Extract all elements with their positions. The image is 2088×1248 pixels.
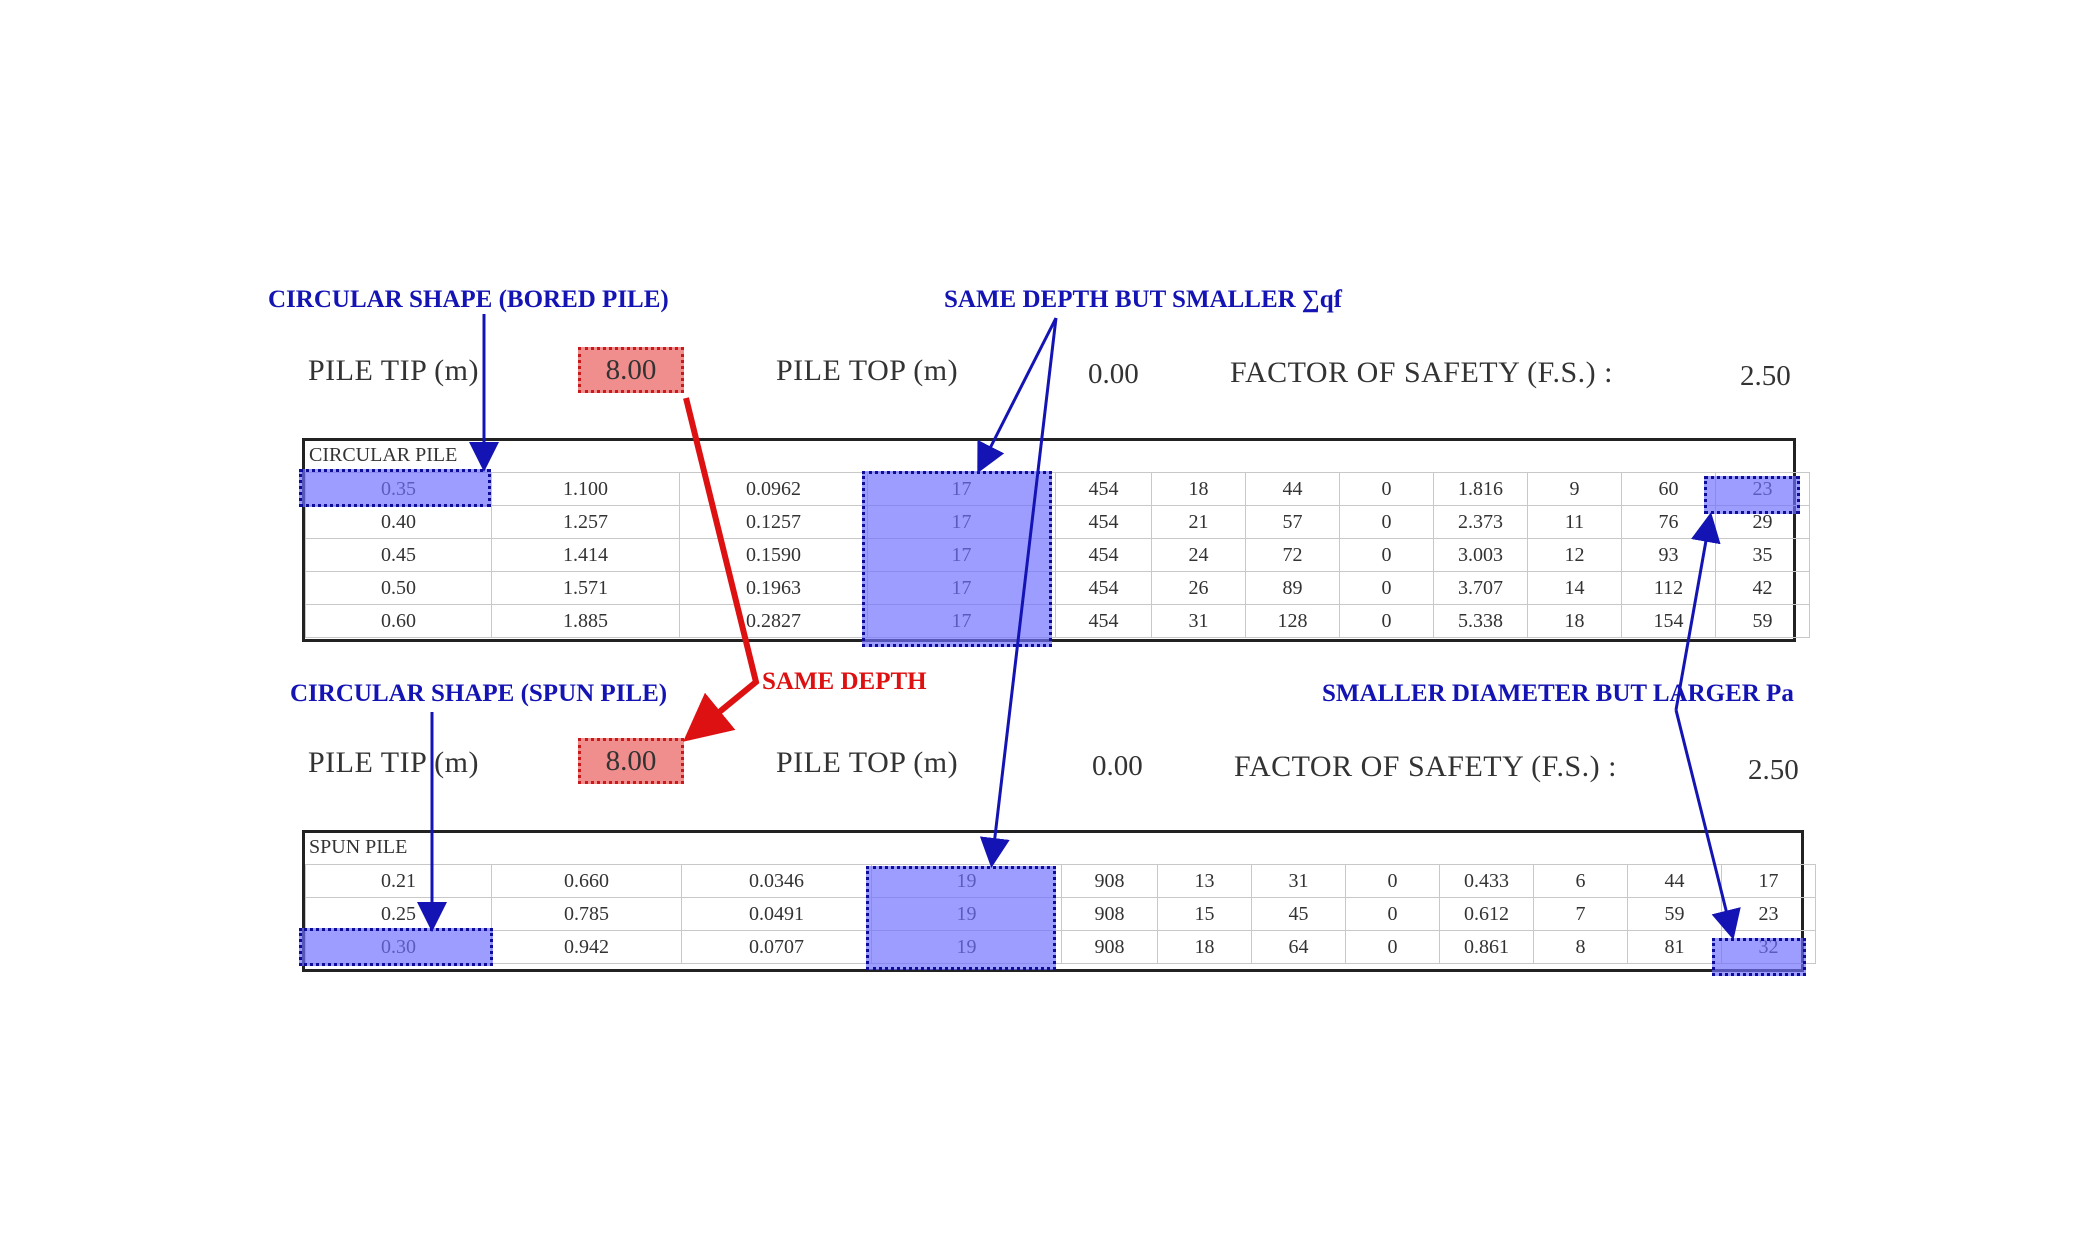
table-cell: 0 (1345, 930, 1440, 964)
arrow-qf-bored (977, 317, 1058, 474)
pile-tip-value: 8.00 (605, 353, 657, 386)
table-cell: 0.25 (305, 897, 492, 931)
table-cell: 64 (1251, 930, 1346, 964)
arrow-pa-spun (1674, 709, 1741, 940)
table-cell: 908 (1061, 897, 1158, 931)
pile-top-label: PILE TOP (m) (776, 746, 959, 779)
annotation-smaller-diameter: SMALLER DIAMETER BUT LARGER Pa (1322, 680, 1794, 707)
table-cell: 908 (1061, 864, 1158, 898)
table-cell: 1.816 (1433, 472, 1528, 506)
pile-tip-label: PILE TIP (m) (308, 746, 479, 779)
table-cell: 31 (1151, 604, 1246, 638)
table-cell: 44 (1627, 864, 1722, 898)
table-cell: 12 (1527, 538, 1622, 572)
table-cell: 0 (1339, 472, 1434, 506)
table-title: SPUN PILE (309, 836, 408, 858)
table-cell: 57 (1245, 505, 1340, 539)
table-cell: 0.2827 (679, 604, 868, 638)
table-title: CIRCULAR PILE (309, 444, 458, 466)
table-cell: 0.60 (305, 604, 492, 638)
pa-highlight-bored (1704, 476, 1800, 514)
pa-highlight-spun (1712, 938, 1806, 976)
annotation-spun-pile: CIRCULAR SHAPE (SPUN PILE) (290, 680, 668, 707)
table-cell: 3.707 (1433, 571, 1528, 605)
table-cell: 0.1963 (679, 571, 868, 605)
pile-tip-label: PILE TIP (m) (308, 354, 479, 387)
circular-pile-grid: 0.351.1000.096217454184401.816960230.401… (305, 472, 1810, 638)
table-cell: 0.1257 (679, 505, 868, 539)
table-cell: 26 (1151, 571, 1246, 605)
table-cell: 9 (1527, 472, 1622, 506)
table-cell: 18 (1527, 604, 1622, 638)
pile-top-label: PILE TOP (m) (776, 354, 959, 387)
factor-of-safety-value: 2.50 (1740, 360, 1791, 392)
table-cell: 0.21 (305, 864, 492, 898)
table-cell: 454 (1055, 505, 1152, 539)
table-cell: 454 (1055, 538, 1152, 572)
table-cell: 13 (1157, 864, 1252, 898)
table-cell: 8 (1533, 930, 1628, 964)
pile-tip-value: 8.00 (605, 744, 657, 777)
table-cell: 0.433 (1439, 864, 1534, 898)
pile-tip-value-highlight: 8.00 (578, 738, 684, 784)
factor-of-safety-label: FACTOR OF SAFETY (F.S.) : (1230, 356, 1613, 389)
factor-of-safety-label: FACTOR OF SAFETY (F.S.) : (1234, 750, 1617, 783)
table-cell: 44 (1245, 472, 1340, 506)
annotation-same-depth: SAME DEPTH (762, 668, 927, 695)
table-cell: 2.373 (1433, 505, 1528, 539)
diameter-highlight-bored (299, 469, 491, 507)
table-cell: 59 (1627, 897, 1722, 931)
table-cell: 72 (1245, 538, 1340, 572)
table-cell: 1.100 (491, 472, 680, 506)
pile-top-value: 0.00 (1092, 750, 1143, 782)
table-cell: 5.338 (1433, 604, 1528, 638)
table-cell: 17 (1721, 864, 1816, 898)
table-cell: 0 (1339, 505, 1434, 539)
table-cell: 0 (1345, 897, 1440, 931)
factor-of-safety-value: 2.50 (1748, 754, 1799, 786)
table-cell: 18 (1157, 930, 1252, 964)
table-cell: 454 (1055, 571, 1152, 605)
skin-friction-highlight-spun (866, 866, 1056, 970)
table-cell: 0.50 (305, 571, 492, 605)
arrow-same-depth (683, 397, 760, 742)
table-cell: 60 (1621, 472, 1716, 506)
table-cell: 35 (1715, 538, 1810, 572)
pile-top-value: 0.00 (1088, 358, 1139, 390)
table-cell: 0.1590 (679, 538, 868, 572)
table-cell: 89 (1245, 571, 1340, 605)
table-cell: 908 (1061, 930, 1158, 964)
table-cell: 0.0491 (681, 897, 872, 931)
table-cell: 59 (1715, 604, 1810, 638)
table-cell: 0 (1339, 604, 1434, 638)
table-cell: 81 (1627, 930, 1722, 964)
diameter-highlight-spun (299, 928, 493, 966)
table-cell: 0.0707 (681, 930, 872, 964)
table-cell: 18 (1151, 472, 1246, 506)
annotation-same-depth-smaller-qf: SAME DEPTH BUT SMALLER ∑qf (944, 286, 1342, 313)
table-cell: 0.861 (1439, 930, 1534, 964)
table-cell: 1.885 (491, 604, 680, 638)
table-cell: 0.0346 (681, 864, 872, 898)
table-cell: 0.942 (491, 930, 682, 964)
table-cell: 45 (1251, 897, 1346, 931)
arrow-qf-spun (979, 317, 1058, 868)
arrow-pa-bored (1674, 512, 1721, 711)
table-cell: 6 (1533, 864, 1628, 898)
annotation-bored-pile: CIRCULAR SHAPE (BORED PILE) (268, 286, 669, 313)
table-cell: 11 (1527, 505, 1622, 539)
pile-tip-value-highlight: 8.00 (578, 347, 684, 393)
table-cell: 454 (1055, 604, 1152, 638)
table-cell: 3.003 (1433, 538, 1528, 572)
